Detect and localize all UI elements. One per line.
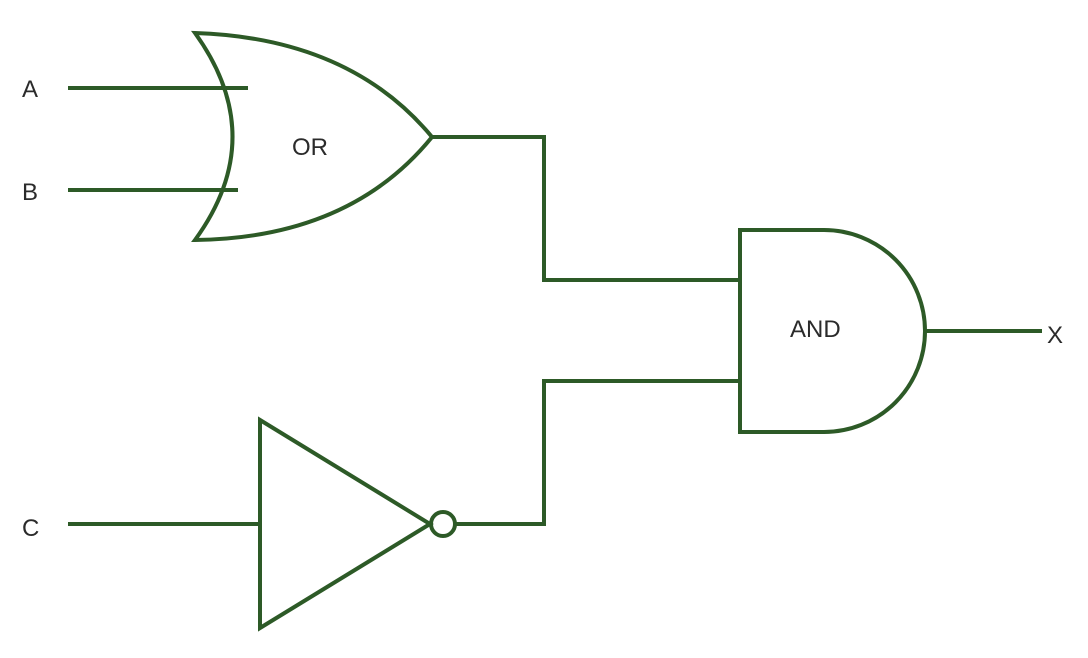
and-gate (738, 228, 927, 434)
input-label-a: A (22, 76, 38, 103)
or-gate (190, 30, 435, 243)
wire-or-to-and (432, 135, 740, 282)
or-gate-label: OR (292, 134, 328, 161)
not-gate-bubble (429, 510, 457, 538)
and-gate-label: AND (790, 316, 841, 343)
input-label-c: C (22, 515, 39, 542)
wire-not-to-and (455, 379, 740, 526)
not-gate (258, 416, 434, 632)
input-label-b: B (22, 179, 38, 206)
output-label-x: X (1047, 322, 1063, 349)
